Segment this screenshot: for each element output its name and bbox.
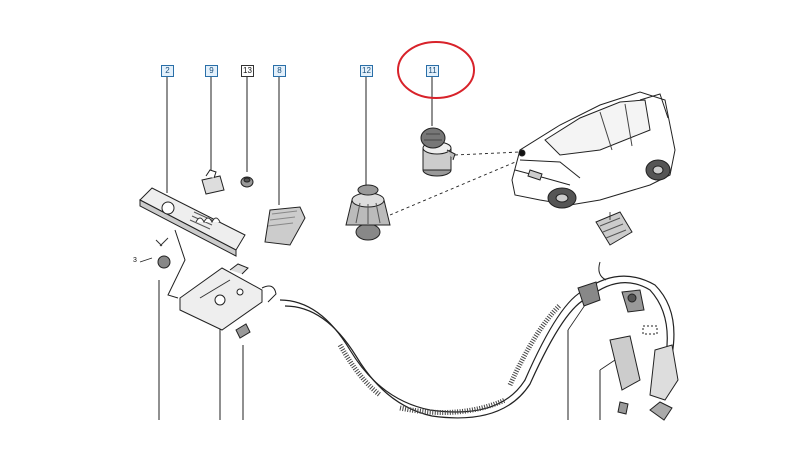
highlight-circle <box>397 41 475 99</box>
cable-retainer <box>577 281 645 313</box>
pedal-bracket-assembly <box>139 187 246 299</box>
cable-guide-clip <box>595 211 633 246</box>
hood-latch <box>609 325 679 421</box>
rubber-boot <box>345 184 391 241</box>
pedal-pad <box>264 206 306 246</box>
callout-8: 8 <box>273 65 286 77</box>
leader-retainer <box>567 304 586 331</box>
dashed-line-12-to-car <box>389 159 521 216</box>
callout-11: 11 <box>426 65 439 77</box>
callout-12: 12 <box>360 65 373 77</box>
callout-9: 9 <box>205 65 218 77</box>
leader-latch <box>599 359 616 371</box>
small-label-3: 3 <box>133 257 137 264</box>
callout-13: 13 <box>241 65 254 77</box>
lower-mounting-bracket <box>179 263 277 339</box>
dashed-line-11-to-car <box>454 151 521 156</box>
nut <box>240 176 254 188</box>
car-illustration <box>511 91 676 209</box>
cable-cap <box>420 127 456 177</box>
cable-clip <box>201 169 225 195</box>
release-cable <box>279 261 675 419</box>
callout-2: 2 <box>161 65 174 77</box>
